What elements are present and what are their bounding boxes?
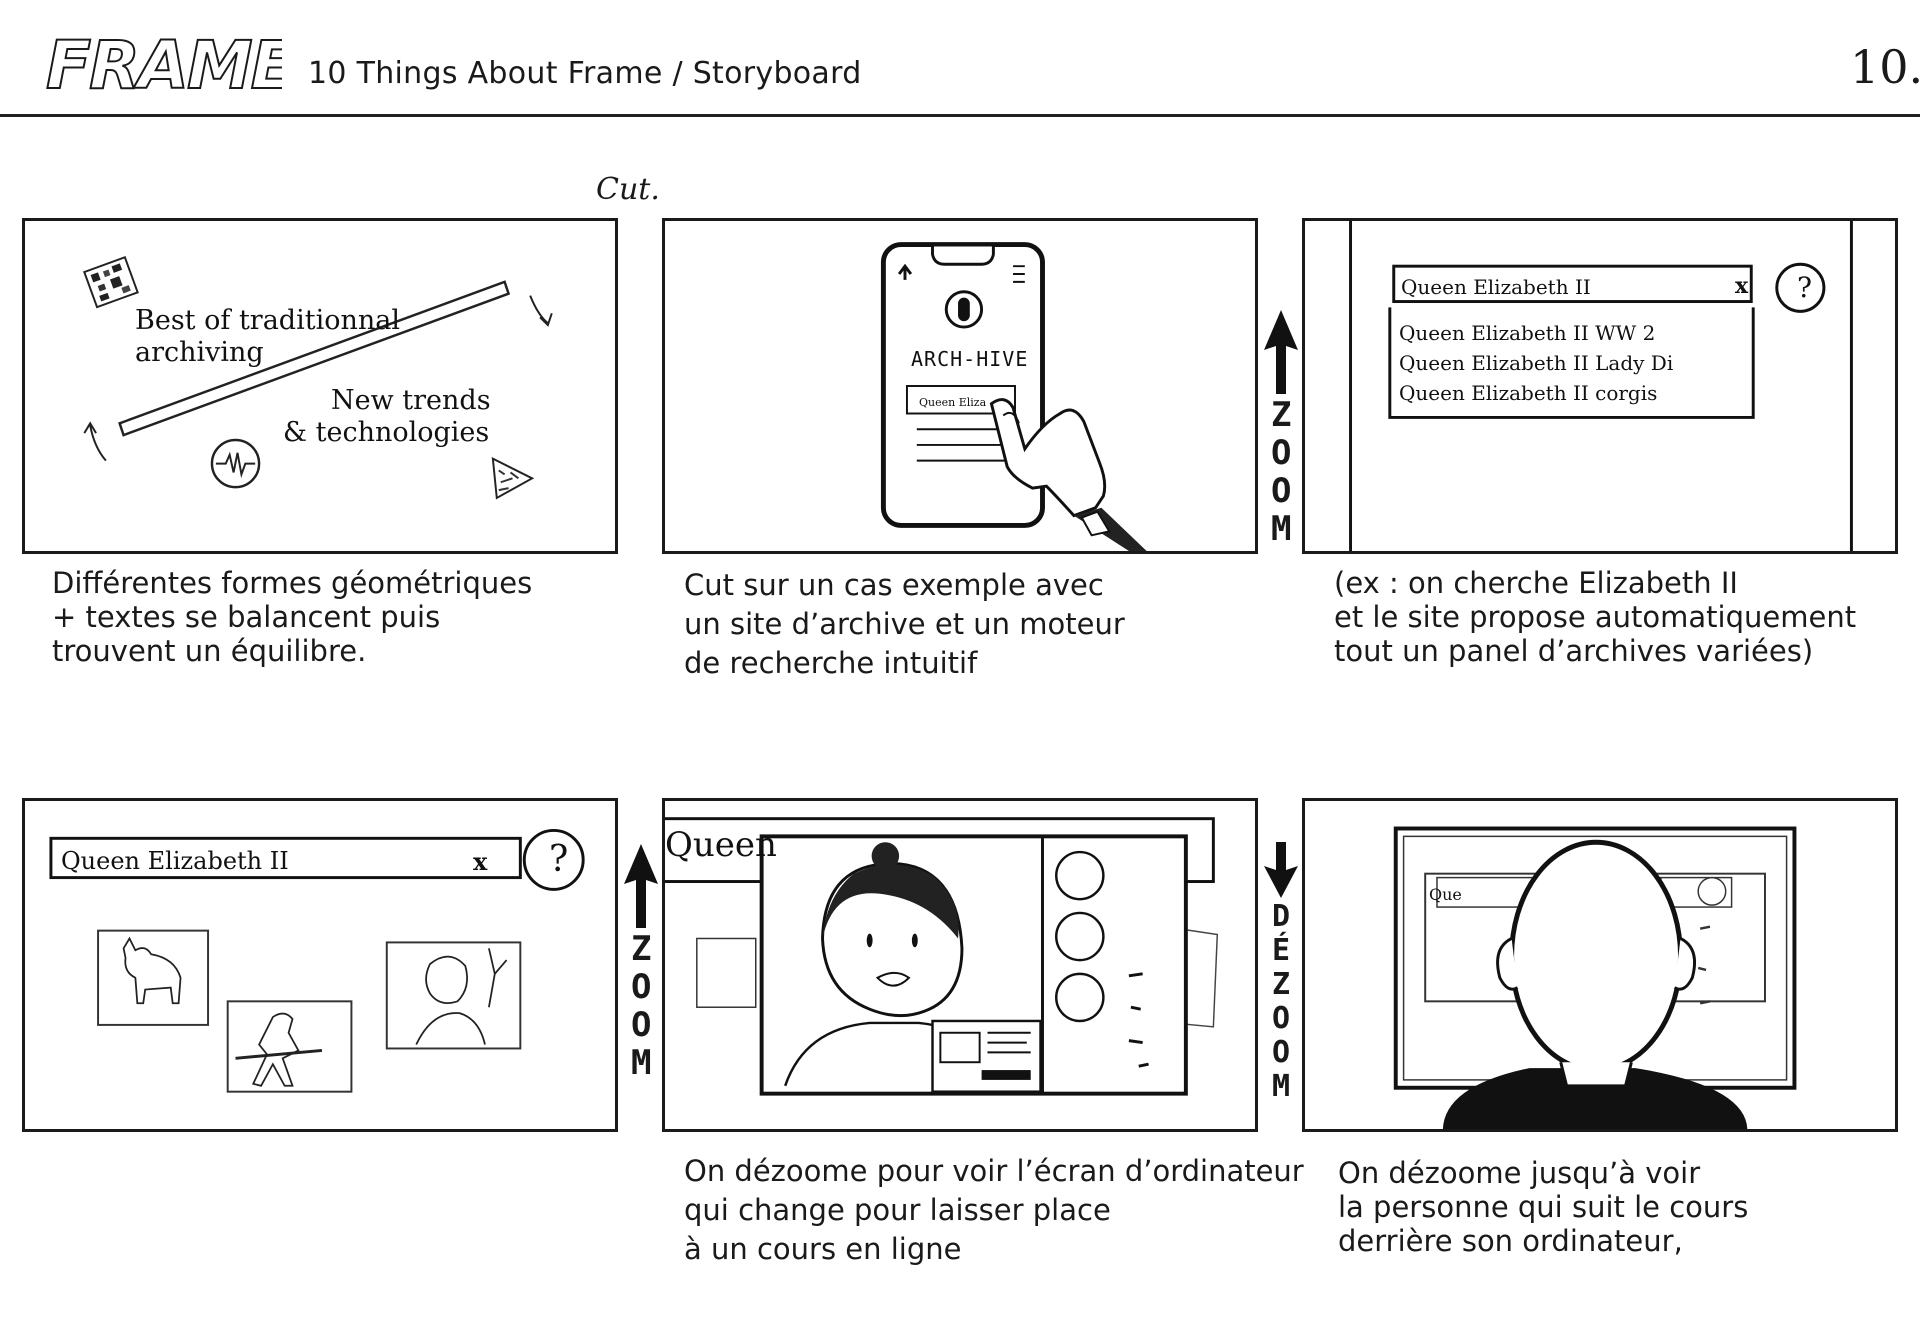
frame-logo: FRAME (45, 34, 282, 94)
panel-1-text-traditional: Best of traditionnal (135, 305, 400, 336)
dezoom-annotation: DÉZOOM (1258, 840, 1304, 1104)
logo-text: FRAME (46, 34, 282, 94)
phone-logo-text: ARCH-HIVE (911, 347, 1029, 371)
arrow-up-icon (624, 844, 658, 928)
help-icon-glyph[interactable]: ? (549, 839, 569, 880)
storyboard-panel-6: Que (1302, 798, 1898, 1132)
background-search-text: Queen (665, 825, 777, 865)
storyboard-panel-4: Queen Elizabeth II x ? (22, 798, 618, 1132)
search-input-value[interactable]: Queen Elizabeth II (61, 847, 289, 875)
storyboard-panel-3: Queen Elizabeth II x ? Queen Elizabeth I… (1302, 218, 1898, 554)
qr-shape-icon (83, 256, 139, 309)
close-icon[interactable]: x (473, 847, 488, 876)
background-search-text: Que (1429, 885, 1462, 904)
page-number: 10. (1850, 40, 1920, 94)
panel-1-text-new-trends: New trends (331, 385, 491, 416)
panel-1-text-archiving: archiving (135, 337, 264, 368)
zoom-annotation-2: ZOOM (618, 840, 664, 1082)
person-head (1509, 839, 1683, 1073)
help-icon-glyph[interactable]: ? (1797, 271, 1813, 304)
zoom-annotation-1: ZOOM (1258, 306, 1304, 548)
menu-icon (1013, 265, 1025, 283)
panel-3-caption: (ex : on cherche Elizabeth II et le site… (1334, 566, 1857, 668)
panel-1-caption: Différentes formes géométriques + textes… (52, 566, 533, 668)
search-input-value[interactable]: Queen Elizabeth II (1401, 275, 1591, 299)
participant-avatar (1055, 850, 1105, 901)
storyboard-panel-2: ARCH-HIVE Queen Eliza (662, 218, 1258, 554)
search-box (1392, 264, 1753, 304)
document-title: 10 Things About Frame / Storyboard (308, 56, 862, 91)
panel-4-sketch (49, 828, 585, 1093)
hand-icon (989, 398, 1107, 518)
panel-2-caption: Cut sur un cas exemple avec un site d’ar… (684, 568, 1125, 680)
help-icon (522, 828, 585, 891)
storyboard-panel-5: Queen (662, 798, 1258, 1132)
panel-2-sketch (880, 242, 1147, 551)
phone-search-text: Queen Eliza (919, 396, 987, 409)
panel-1-text-technologies: & technologies (283, 417, 490, 448)
dezoom-text: DÉZOOM (1271, 899, 1291, 1104)
header-divider (0, 114, 1920, 117)
suggestion-item[interactable]: Queen Elizabeth II WW 2 (1399, 321, 1656, 345)
suggestion-item[interactable]: Queen Elizabeth II corgis (1399, 381, 1658, 405)
close-icon[interactable]: x (1735, 273, 1749, 299)
storyboard-panel-1: Best of traditionnal archiving New trend… (22, 218, 618, 554)
suggestion-item[interactable]: Queen Elizabeth II Lady Di (1399, 351, 1674, 375)
zoom-text-2: ZOOM (631, 929, 652, 1083)
panel-3-sketch (1349, 221, 1853, 551)
search-box (49, 836, 522, 880)
waveform-circle-icon (210, 438, 261, 489)
curve-arrow-icon (529, 295, 549, 324)
participant-avatar (1055, 972, 1105, 1023)
zoom-text-1: ZOOM (1271, 395, 1292, 549)
triangle-shape-icon (491, 457, 535, 500)
home-icon (897, 263, 913, 280)
cut-annotation: Cut. (596, 172, 660, 207)
arrow-down-icon (1264, 842, 1298, 898)
arrow-up-icon (1264, 310, 1298, 394)
panel-6-caption: On dézoome jusqu’à voir la personne qui … (1338, 1156, 1749, 1258)
person-shoulders (1442, 1068, 1748, 1129)
panel-5-caption: On dézoome pour voir l’écran d’ordinateu… (684, 1154, 1304, 1266)
panel-5-sketch (665, 817, 1219, 1096)
participant-avatar (1055, 911, 1105, 962)
panel-6-sketch (1393, 826, 1797, 1129)
panel-1-sketch (83, 256, 553, 500)
help-icon (1775, 262, 1826, 313)
